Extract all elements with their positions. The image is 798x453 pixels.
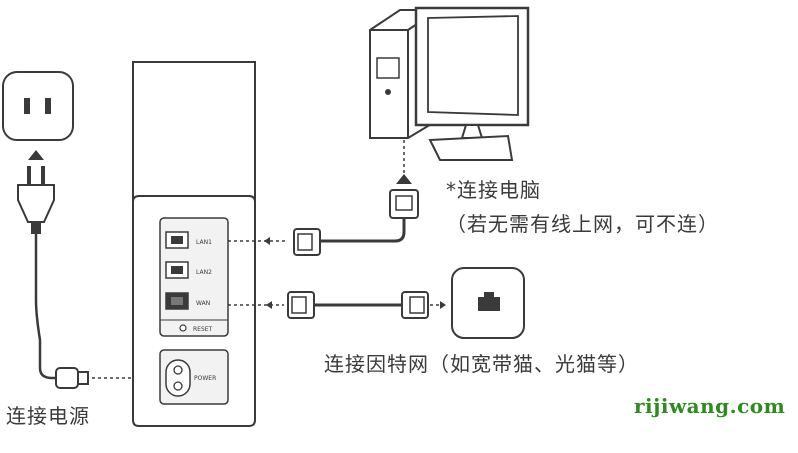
modem-icon bbox=[451, 267, 525, 339]
power-cable bbox=[34, 234, 58, 380]
power-label: POWER bbox=[194, 375, 216, 382]
power-socket-icon bbox=[2, 71, 74, 141]
socket-arrow-icon bbox=[28, 150, 44, 160]
power-connector-icon bbox=[55, 367, 89, 389]
ethernet-connector-icon bbox=[287, 291, 315, 319]
power-plug-icon bbox=[17, 166, 55, 234]
reset-label: RESET bbox=[193, 326, 213, 333]
router-device bbox=[132, 61, 256, 427]
wan-label: WAN bbox=[196, 300, 210, 307]
lan-cable bbox=[318, 218, 406, 243]
desktop-computer-icon bbox=[369, 6, 530, 161]
power-port bbox=[165, 359, 191, 397]
reset-button bbox=[179, 324, 187, 332]
connect-computer-note: （若无需有线上网，可不连） bbox=[446, 212, 719, 236]
ethernet-connector-icon bbox=[389, 189, 419, 219]
watermark: rijiwang.com bbox=[634, 394, 786, 418]
connect-internet-label: 连接因特网（如宽带猫、光猫等） bbox=[324, 352, 639, 376]
lan2-label: LAN2 bbox=[196, 269, 212, 276]
connect-power-label: 连接电源 bbox=[6, 404, 90, 428]
ethernet-connector-icon bbox=[401, 291, 429, 319]
connect-computer-label: *连接电脑 bbox=[446, 178, 541, 202]
ethernet-connector-icon bbox=[293, 228, 321, 256]
lan1-label: LAN1 bbox=[196, 239, 212, 246]
